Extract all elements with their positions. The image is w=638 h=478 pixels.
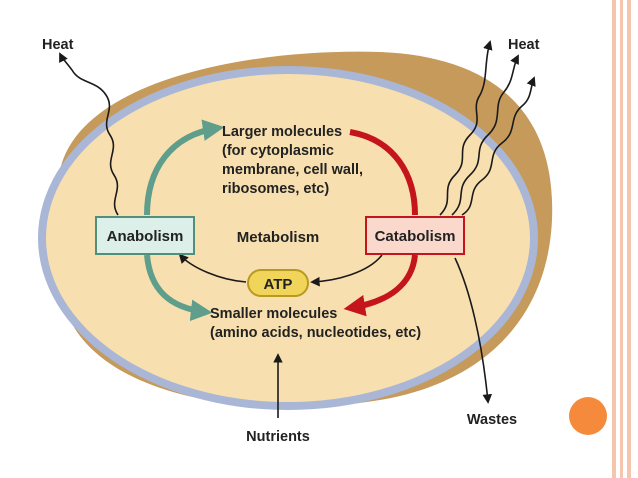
catabolism-label: Catabolism (375, 228, 456, 245)
metabolism-label: Metabolism (237, 229, 320, 246)
larger-molecules-line-1: Larger molecules (222, 124, 342, 140)
atp-arrow-in (310, 254, 383, 287)
larger-molecules-line-3: membrane, cell wall, (222, 162, 363, 178)
heat-arrow-right-3 (461, 76, 536, 216)
larger-molecules-line-2: (for cytoplasmic (222, 143, 334, 159)
wastes-label: Wastes (467, 412, 517, 428)
atp-arrow-out (178, 253, 247, 283)
slide-rail-left (612, 0, 616, 478)
catabolism-arrow-to-smaller (343, 254, 418, 317)
smaller-molecules-line-1: Smaller molecules (210, 306, 337, 322)
catabolism-box (365, 216, 465, 255)
nutrients-label: Nutrients (246, 429, 310, 445)
larger-molecules-line-4: ribosomes, etc) (222, 181, 329, 197)
heat-arrow-left (59, 52, 119, 216)
wastes-arrow (454, 257, 493, 404)
catabolism-arrow-from-larger (349, 129, 418, 216)
heat-label-left: Heat (42, 37, 74, 53)
heat-arrow-right-1 (439, 40, 493, 216)
anabolism-label: Anabolism (107, 228, 184, 245)
atp-label: ATP (264, 276, 293, 293)
anabolism-arrow-down (144, 254, 213, 322)
atp-badge (247, 269, 309, 297)
heat-arrow-right-2 (451, 54, 519, 216)
smaller-molecules-line-2: (amino acids, nucleotides, etc) (210, 325, 421, 341)
anabolism-box (95, 216, 195, 255)
anabolism-arrow-up (144, 119, 225, 216)
slide-rail-middle (620, 0, 623, 478)
orange-circle-bullet (569, 397, 607, 435)
slide-rail-right (627, 0, 631, 478)
cell (38, 51, 553, 410)
heat-label-right: Heat (508, 37, 540, 53)
